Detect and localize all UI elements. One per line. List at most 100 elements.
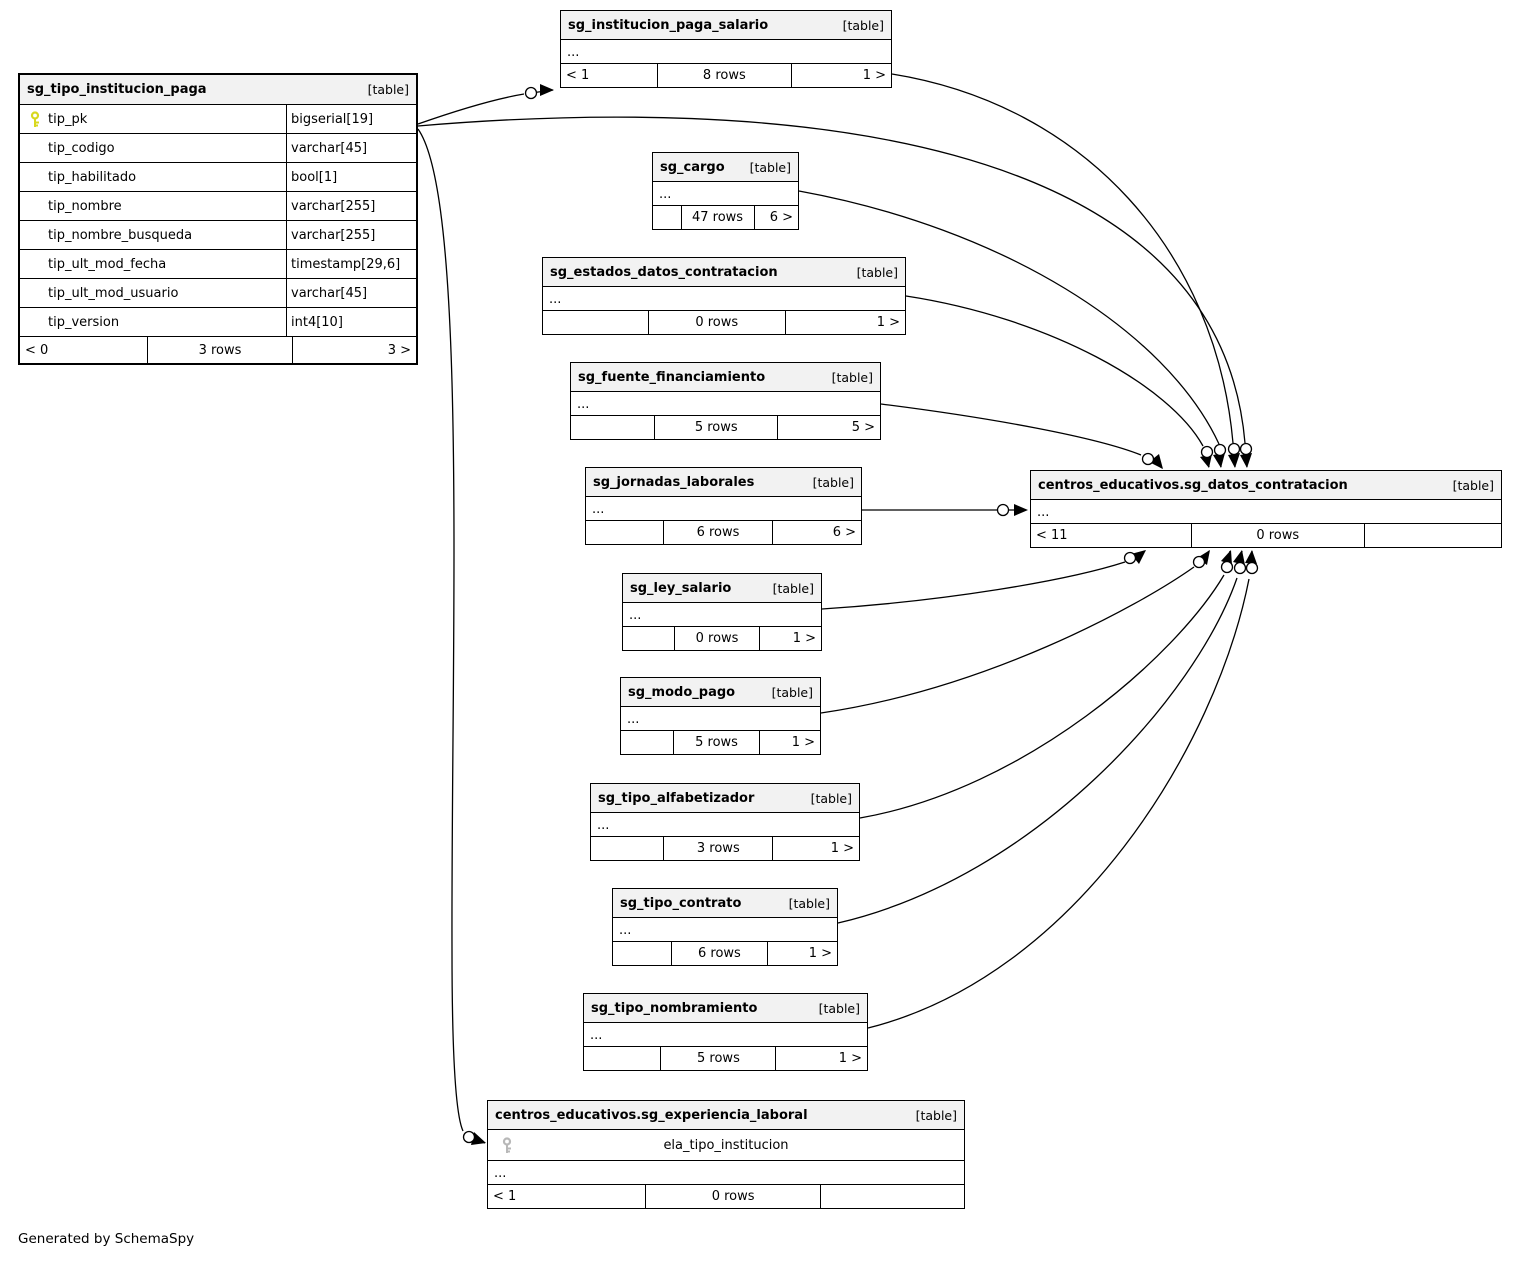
row-count: 5 rows [654,416,779,439]
table-tag: [table] [749,159,791,175]
column-type: varchar[45] [286,134,416,162]
table-node-sg-tipo-institucion-paga: sg_tipo_institucion_paga [table] tip_pk … [18,73,418,365]
table-header[interactable]: sg_fuente_financiamiento [table] [571,363,880,392]
column-type: int4[10] [286,308,416,336]
table-footer: 6 rows 1 > [613,942,837,965]
table-header[interactable]: sg_tipo_institucion_paga [table] [20,75,416,105]
table-header[interactable]: sg_modo_pago [table] [621,678,820,707]
row-count: 0 rows [1190,524,1365,547]
table-header[interactable]: sg_ley_salario [table] [623,574,821,603]
table-header[interactable]: sg_institucion_paga_salario [table] [561,11,891,40]
table-header[interactable]: centros_educativos.sg_datos_contratacion… [1031,471,1501,500]
column-type: varchar[45] [286,279,416,307]
columns-ellipsis: ... [584,1023,867,1047]
column-row-ela-tipo-institucion: ela_tipo_institucion [488,1130,964,1161]
table-header[interactable]: sg_tipo_nombramiento [table] [584,994,867,1023]
columns-ellipsis: ... [653,182,798,206]
table-node-centros-educativos-sg-experiencia-laboral: centros_educativos.sg_experiencia_labora… [487,1100,965,1209]
parents-count: < 0 [25,342,49,358]
column-name: tip_nombre [48,198,122,214]
table-footer: < 1 0 rows [488,1185,964,1208]
row-count: 3 rows [663,837,774,860]
table-node-sg-cargo: sg_cargo [table] ... 47 rows 6 > [652,152,799,230]
table-tag: [table] [771,684,813,700]
table-footer: < 0 3 rows 3 > [20,337,416,363]
column-name: tip_ult_mod_fecha [48,256,167,272]
table-footer: 5 rows 5 > [571,416,880,439]
parents-count [543,311,648,334]
columns-ellipsis: ... [623,603,821,627]
edge-tipo-institucion-paga-to-datos-contratacion [417,116,1246,444]
connector-stubs [468,89,1253,1144]
column-name: tip_habilitado [48,169,137,185]
table-tag: [table] [915,1107,957,1123]
table-header[interactable]: sg_cargo [table] [653,153,798,182]
columns-ellipsis: ... [613,918,837,942]
odot-connectors [462,86,1259,1144]
table-footer: 6 rows 6 > [586,521,861,544]
table-name: sg_tipo_institucion_paga [27,82,207,97]
table-name: sg_tipo_contrato [620,895,742,911]
table-footer: < 11 0 rows [1031,524,1501,547]
table-node-sg-estados-datos-contratacion: sg_estados_datos_contratacion [table] ..… [542,257,906,335]
row-count: 6 rows [671,942,768,965]
children-count: 6 > [769,210,793,225]
table-footer: 3 rows 1 > [591,837,859,860]
row-count: 0 rows [674,627,760,650]
table-name: centros_educativos.sg_datos_contratacion [1038,477,1348,493]
table-tag: [table] [831,369,873,385]
column-row: tip_ult_mod_usuario varchar[45] [20,279,416,308]
parents-count: < 11 [1036,528,1068,543]
column-type: varchar[255] [286,192,416,220]
table-node-sg-modo-pago: sg_modo_pago [table] ... 5 rows 1 > [620,677,821,755]
children-count: 5 > [851,420,875,435]
columns-ellipsis: ... [561,40,891,64]
generated-by-note: Generated by SchemaSpy [18,1231,195,1247]
columns-ellipsis: ... [591,813,859,837]
table-header[interactable]: sg_tipo_contrato [table] [613,889,837,918]
parents-count [623,627,674,650]
table-header[interactable]: centros_educativos.sg_experiencia_labora… [488,1101,964,1130]
table-tag: [table] [812,474,854,490]
table-node-sg-institucion-paga-salario: sg_institucion_paga_salario [table] ... … [560,10,892,88]
parents-count [571,416,654,439]
table-name: sg_tipo_nombramiento [591,1000,758,1016]
column-name: tip_pk [48,111,88,127]
table-name: sg_institucion_paga_salario [568,17,769,33]
table-footer: 47 rows 6 > [653,206,798,229]
row-count: 5 rows [672,731,761,754]
table-name: sg_jornadas_laborales [593,474,755,490]
columns-ellipsis: ... [621,707,820,731]
parents-count [653,206,681,229]
edge-institucion-paga-salario-to-datos-contratacion [891,73,1234,444]
parents-count [621,731,673,754]
columns-ellipsis: ... [543,287,905,311]
columns-ellipsis: ... [571,392,880,416]
column-row: tip_version int4[10] [20,308,416,337]
row-count: 0 rows [647,311,786,334]
table-node-sg-tipo-contrato: sg_tipo_contrato [table] ... 6 rows 1 > [612,888,838,966]
edge-alfabetizador-to-datos-contratacion [859,574,1225,819]
table-footer: 5 rows 1 > [621,731,820,754]
table-header[interactable]: sg_jornadas_laborales [table] [586,468,861,497]
column-row: tip_ult_mod_fecha timestamp[29,6] [20,250,416,279]
table-tag: [table] [772,580,814,596]
column-row: tip_codigo varchar[45] [20,134,416,163]
column-name: tip_ult_mod_usuario [48,285,179,301]
table-footer: < 1 8 rows 1 > [561,64,891,87]
table-tag: [table] [788,895,830,911]
table-header[interactable]: sg_estados_datos_contratacion [table] [543,258,905,287]
children-count [821,1185,964,1208]
table-tag: [table] [818,1000,860,1016]
children-count: 1 > [862,68,886,83]
table-name: sg_fuente_financiamiento [578,369,766,385]
table-header[interactable]: sg_tipo_alfabetizador [table] [591,784,859,813]
edge-cargo-to-datos-contratacion [798,190,1220,445]
children-count: 1 > [830,841,854,856]
table-footer: 0 rows 1 > [543,311,905,334]
edge-fuente-to-datos-contratacion [880,403,1142,456]
column-name: tip_nombre_busqueda [48,227,193,243]
row-count: 0 rows [645,1185,822,1208]
